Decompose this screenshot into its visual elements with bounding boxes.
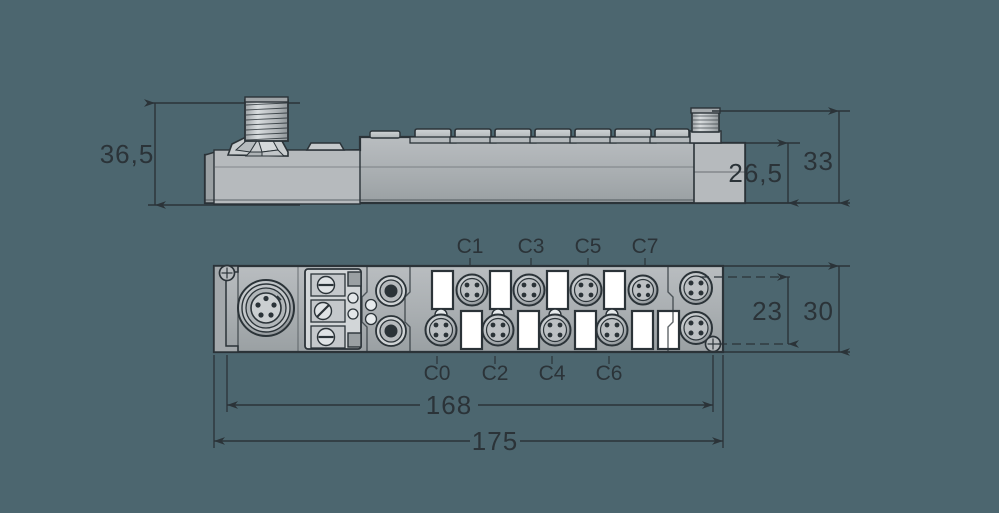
- dimension-label-175: 175: [472, 426, 518, 456]
- port-labels-bottom: C0 C2 C4 C6: [424, 362, 623, 385]
- port-label-c4: C4: [539, 362, 566, 385]
- label-field-c2: [516, 309, 541, 351]
- m8-port-c1[interactable]: [455, 273, 489, 307]
- terminal-led-1: [347, 292, 359, 304]
- port-labels-top: C1 C3 C5 C7: [457, 235, 659, 258]
- terminal-led-2: [347, 308, 359, 320]
- terminal-clip-top: [347, 271, 362, 287]
- m12-keyway: [276, 295, 282, 301]
- bus-connectors: [364, 275, 407, 347]
- m8-port-c6[interactable]: [595, 313, 629, 347]
- dimension-label-26-5: 26,5: [728, 158, 783, 188]
- port-label-c6: C6: [596, 362, 623, 385]
- bus-led-2: [364, 312, 378, 326]
- side-m8-connector: [689, 107, 722, 144]
- dimension-36-5: 36,5: [100, 99, 300, 209]
- front-view: C1 C3 C5 C7: [212, 235, 850, 456]
- label-field-c3: [488, 269, 513, 311]
- dimension-23: 23: [700, 273, 799, 348]
- side-right-block: [693, 142, 746, 204]
- mounting-hole-right-cross: [707, 338, 719, 350]
- front-panel-divider-3: [404, 266, 411, 352]
- dimension-label-33: 33: [803, 146, 834, 176]
- port-label-c2: C2: [482, 362, 509, 385]
- port-label-c5: C5: [575, 235, 602, 258]
- front-panel-divider-2: [361, 266, 368, 352]
- m8-port-c2[interactable]: [481, 313, 515, 347]
- dimension-26-5: 26,5: [728, 139, 800, 207]
- label-field-c1: [430, 269, 455, 311]
- label-field-c6: [630, 309, 655, 351]
- dimension-label-23: 23: [752, 296, 783, 326]
- m8-port-c5[interactable]: [569, 273, 603, 307]
- m8-port-c4[interactable]: [538, 313, 572, 347]
- port-label-leaders-top: [469, 258, 646, 266]
- port-label-leaders-bottom: [436, 356, 610, 364]
- m8-port-c0[interactable]: [424, 313, 458, 347]
- mounting-hole-left-cross: [221, 267, 233, 279]
- dimension-label-36-5: 36,5: [100, 139, 155, 169]
- dimension-33: 33: [712, 107, 850, 207]
- side-m12-connector: [226, 96, 289, 157]
- side-left-block: [213, 149, 361, 205]
- label-field-c4: [573, 309, 598, 351]
- m12-pin-5: [268, 312, 274, 318]
- m8-port-c7[interactable]: [627, 274, 659, 306]
- dimension-label-30: 30: [803, 296, 834, 326]
- m12-pin-2: [255, 302, 261, 308]
- dimension-label-168: 168: [426, 390, 472, 420]
- dimension-175: 175: [213, 355, 724, 456]
- label-field-c0: [459, 309, 484, 351]
- side-view: 36,5: [100, 96, 850, 209]
- front-panel-divider-4: [667, 266, 674, 352]
- side-small-bump: [305, 142, 346, 151]
- port-label-c3: C3: [518, 235, 545, 258]
- m8-port-array: [424, 269, 681, 351]
- end-port-bottom[interactable]: [679, 311, 713, 345]
- m12-pin-1: [263, 295, 269, 302]
- port-label-c0: C0: [424, 362, 451, 385]
- m12-power-connector: [237, 279, 295, 337]
- terminal-clip-bottom: [347, 332, 362, 348]
- port-label-c1: C1: [457, 235, 484, 258]
- dimension-30: 30: [723, 262, 850, 356]
- bus-led-1: [364, 298, 378, 312]
- side-connector-bumps: [369, 128, 695, 144]
- m8-port-c3[interactable]: [512, 273, 546, 307]
- port-label-c7: C7: [632, 235, 659, 258]
- label-field-c5: [545, 269, 570, 311]
- label-field-c7: [602, 269, 627, 311]
- dimension-168: 168: [226, 355, 714, 420]
- end-port-top[interactable]: [679, 271, 713, 305]
- terminal-block: [304, 268, 362, 350]
- m12-pin-4: [258, 312, 264, 318]
- m12-pin-3: [271, 302, 277, 308]
